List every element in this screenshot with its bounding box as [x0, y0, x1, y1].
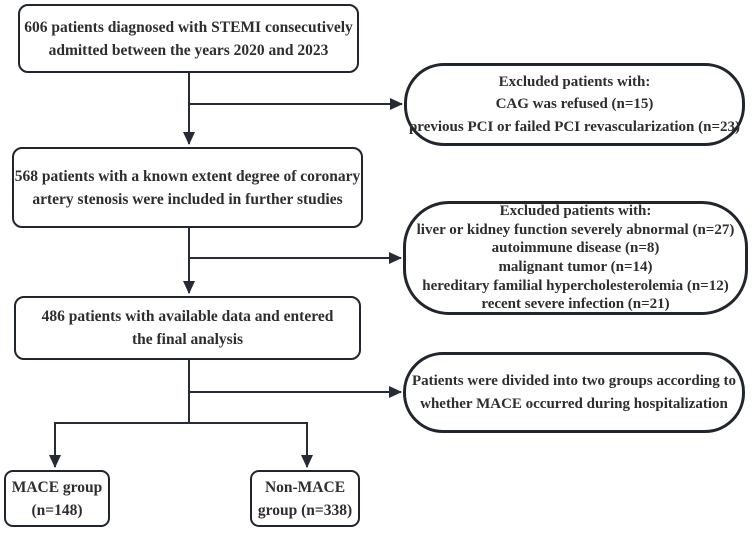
- box-text-line: group (n=338): [257, 501, 353, 519]
- excluded-box-comorbidities: Excluded patients with: liver or kidney …: [403, 201, 748, 315]
- box-text-line: whether MACE occurred during hospitaliza…: [420, 395, 728, 412]
- box-text-line: liver or kidney function severely abnorm…: [416, 221, 735, 238]
- box-606-patients: 606 patients diagnosed with STEMI consec…: [18, 4, 359, 73]
- divided-into-groups-note: Patients were divided into two groups ac…: [403, 352, 745, 433]
- box-text-line: Non-MACE: [264, 478, 346, 496]
- non-mace-group-box: Non-MACE group (n=338): [250, 470, 360, 527]
- box-text-line: the final analysis: [131, 331, 244, 348]
- box-486-patients: 486 patients with available data and ent…: [14, 296, 361, 360]
- excluded-box-cag-pci: Excluded patients with: CAG was refused …: [404, 63, 745, 146]
- box-text-line: Excluded patients with:: [499, 203, 652, 220]
- box-text-line: Patients were divided into two groups ac…: [411, 372, 737, 389]
- box-text-line: artery stenosis were included in further…: [32, 190, 343, 208]
- box-text-line: (n=148): [31, 501, 83, 519]
- box-568-patients: 568 patients with a known extent degree …: [12, 147, 363, 228]
- box-text-line: Excluded patients with:: [498, 73, 651, 90]
- box-text-line: 568 patients with a known extent degree …: [14, 167, 361, 185]
- box-text-line: MACE group: [11, 478, 103, 496]
- box-text-line: admitted between the years 2020 and 2023: [48, 41, 329, 59]
- box-text-line: autoimmune disease (n=8): [491, 240, 660, 257]
- box-text-line: previous PCI or failed PCI revasculariza…: [408, 118, 741, 135]
- box-text-line: CAG was refused (n=15): [495, 96, 654, 113]
- mace-group-box: MACE group (n=148): [4, 470, 110, 527]
- box-text-line: 486 patients with available data and ent…: [41, 308, 334, 325]
- box-text-line: recent severe infection (n=21): [481, 296, 670, 313]
- box-text-line: hereditary familial hypercholesterolemia…: [422, 277, 729, 294]
- box-text-line: malignant tumor (n=14): [498, 259, 653, 275]
- box-text-line: 606 patients diagnosed with STEMI consec…: [24, 18, 353, 36]
